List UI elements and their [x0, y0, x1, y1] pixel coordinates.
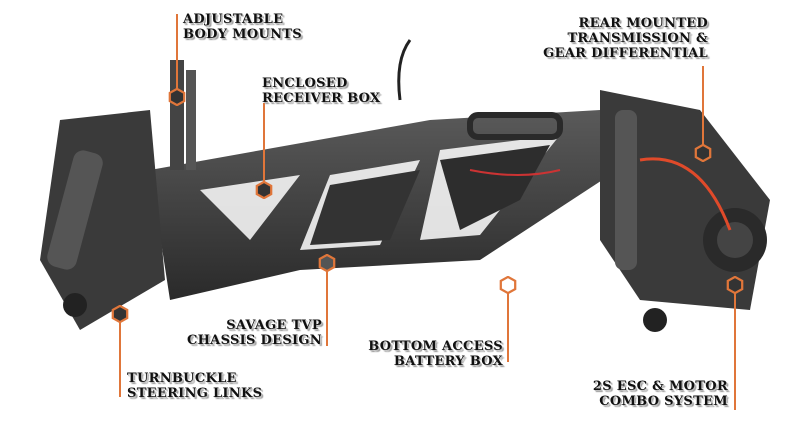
hex-marker-icon[interactable]	[318, 254, 336, 272]
callout-text: TURNBUCKLE	[127, 371, 237, 386]
hex-marker-icon[interactable]	[111, 305, 129, 323]
callout-text: ADJUSTABLE	[183, 12, 284, 27]
hex-marker-icon[interactable]	[499, 276, 517, 294]
callout-steering-links: TURNBUCKLE STEERING LINKS	[127, 371, 262, 401]
callout-receiver-box: ENCLOSED RECEIVER BOX	[262, 76, 380, 106]
leader-line	[734, 288, 736, 410]
callout-text: SAVAGE TVP	[226, 318, 322, 333]
leader-line	[507, 288, 509, 362]
callout-text: BATTERY BOX	[393, 354, 503, 369]
callout-text: STEERING LINKS	[127, 386, 263, 401]
callout-transmission: REAR MOUNTED TRANSMISSION & GEAR DIFFERE…	[543, 16, 708, 61]
hex-marker-icon[interactable]	[168, 88, 186, 106]
callout-battery-box: BOTTOM ACCESS BATTERY BOX	[368, 339, 503, 369]
callout-text: CHASSIS DESIGN	[186, 333, 322, 348]
leader-line	[176, 14, 178, 94]
callout-text: ENCLOSED	[262, 76, 348, 91]
callout-text: TRANSMISSION &	[567, 31, 708, 46]
leader-line	[326, 266, 328, 346]
leader-line	[263, 96, 265, 186]
hex-marker-icon[interactable]	[694, 144, 712, 162]
callout-text: COMBO SYSTEM	[599, 394, 728, 409]
callout-text: 2S ESC & MOTOR	[592, 379, 728, 394]
callout-chassis-design: SAVAGE TVP CHASSIS DESIGN	[187, 318, 322, 348]
hex-marker-icon[interactable]	[255, 181, 273, 199]
callout-text: RECEIVER BOX	[262, 91, 381, 106]
callout-text: BODY MOUNTS	[183, 27, 302, 42]
callout-text: REAR MOUNTED	[578, 16, 708, 31]
callout-body-mounts: ADJUSTABLE BODY MOUNTS	[183, 12, 302, 42]
leader-line	[119, 317, 121, 397]
callout-text: GEAR DIFFERENTIAL	[543, 46, 708, 61]
hex-marker-icon[interactable]	[726, 276, 744, 294]
callout-text: BOTTOM ACCESS	[368, 339, 503, 354]
callout-esc-motor: 2S ESC & MOTOR COMBO SYSTEM	[593, 379, 728, 409]
leader-line	[702, 66, 704, 150]
